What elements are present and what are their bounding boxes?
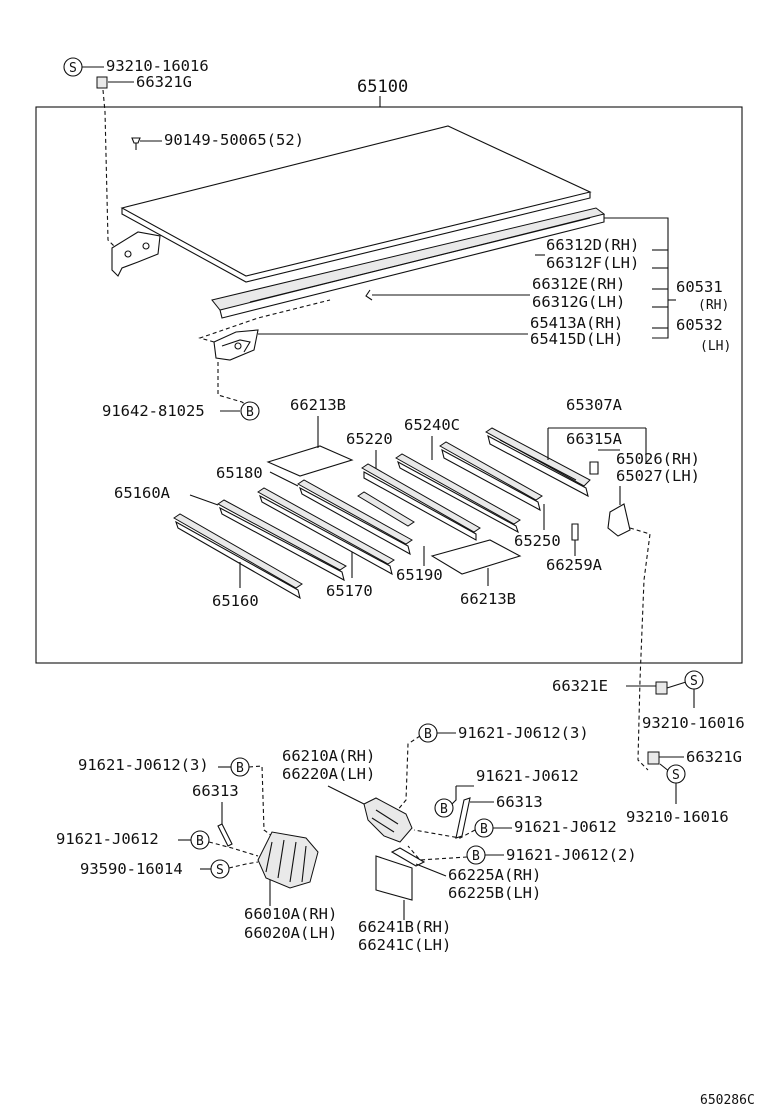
label-65190: 65190 (396, 566, 443, 584)
label-66312d: 66312D(RH) (546, 236, 639, 254)
label-60531-rh: (RH) (698, 298, 729, 313)
label-65240c: 65240C (404, 416, 460, 434)
label-65170: 65170 (326, 582, 373, 600)
label-66225a: 66225A(RH) (448, 866, 541, 884)
pad-part-top (266, 445, 354, 477)
top-panel-part (120, 125, 592, 283)
pad-part-bottom (430, 539, 522, 575)
label-93590-16014: 93590-16014 (80, 860, 183, 878)
label-91621-j0612-r2: 91621-J0612 (476, 767, 579, 785)
nut-icon (647, 751, 660, 765)
label-91621-j0612-r1: 91621-J0612(3) (458, 724, 589, 742)
b-symbol (434, 798, 454, 818)
assembly-number: 65100 (357, 77, 408, 97)
screw-icon (131, 137, 141, 150)
label-91621-j0612-r3: 91621-J0612 (514, 818, 617, 836)
rail-65180-part (297, 479, 413, 556)
label-66313-right: 66313 (496, 793, 543, 811)
label-65160: 65160 (212, 592, 259, 610)
bracket-66210a-part (363, 797, 413, 843)
label-60532-lh: (LH) (700, 339, 731, 354)
b-symbol (240, 401, 260, 421)
rail-65160-part (173, 513, 303, 600)
b-letter: B (472, 849, 480, 864)
label-66020a: 66020A(LH) (244, 924, 337, 942)
label-65415d: 65415D(LH) (530, 330, 623, 348)
stay-66313-part (455, 797, 471, 839)
rail-65160a-part (217, 499, 347, 582)
label-66259a: 66259A (546, 556, 603, 574)
b-letter: B (480, 822, 488, 837)
label-91621-j0612-r4: 91621-J0612(2) (506, 846, 637, 864)
label-66321e: 66321E (552, 677, 608, 695)
b-letter: B (246, 405, 254, 420)
label-65220: 65220 (346, 430, 393, 448)
label-65180: 65180 (216, 464, 263, 482)
bracket-65026-part (607, 503, 631, 537)
label-66313-left: 66313 (192, 782, 239, 800)
b-letter: B (440, 802, 448, 817)
pin-66259a-part (571, 523, 579, 541)
label-66225b: 66225B(LH) (448, 884, 541, 902)
rail-65170-part (257, 487, 395, 576)
rail-65240c-part (439, 441, 543, 512)
nut-icon (655, 681, 668, 695)
label-91642-81025: 91642-81025 (102, 402, 205, 420)
label-91621-j0612-l2: 91621-J0612 (56, 830, 159, 848)
s-symbol (210, 859, 230, 879)
b-symbol (190, 830, 210, 850)
label-90149-50065: 90149-50065(52) (164, 131, 304, 149)
s-letter: S (690, 674, 698, 689)
left-bracket-part (111, 231, 161, 277)
label-65307a: 65307A (566, 396, 623, 414)
label-65413a: 65413A(RH) (530, 314, 623, 332)
label-66312e: 66312E(RH) (532, 275, 625, 293)
bar-65220b-part (361, 463, 481, 541)
label-66312f: 66312F(LH) (546, 254, 639, 272)
label-65026: 65026(RH) (616, 450, 700, 468)
label-66315a: 66315A (566, 430, 623, 448)
label-66220a: 66220A(LH) (282, 765, 375, 783)
s-letter: S (69, 61, 77, 76)
label-66321g-low: 66321G (686, 748, 742, 766)
label-66213b-top: 66213B (290, 396, 346, 414)
stay-66313-left-part (217, 823, 233, 847)
label-66010a: 66010A(RH) (244, 905, 337, 923)
label-60532: 60532 (676, 316, 723, 334)
rail-65220-part (395, 453, 521, 534)
rail-end-bracket-part (213, 329, 259, 361)
cover-66010a-part (257, 831, 319, 889)
b-letter: B (424, 727, 432, 742)
label-93210-16016-low: 93210-16016 (626, 808, 729, 826)
label-93210-16016-top: 93210-16016 (106, 57, 209, 75)
label-93210-16016-mid: 93210-16016 (642, 714, 745, 732)
label-65160a: 65160A (114, 484, 171, 502)
figure-code: 650286C (700, 1093, 755, 1108)
s-letter: S (216, 863, 224, 878)
label-66213b-bottom: 66213B (460, 590, 516, 608)
clip-66315a-part (589, 461, 599, 475)
rail-65307a-part (485, 427, 591, 498)
label-60531: 60531 (676, 278, 723, 296)
b-letter: B (196, 834, 204, 849)
label-66241c: 66241C(LH) (358, 936, 451, 954)
assembly-frame (35, 106, 743, 664)
label-66321g-top: 66321G (136, 73, 192, 91)
short-bar-part (357, 491, 415, 527)
label-91621-j0612-l1: 91621-J0612(3) (78, 756, 209, 774)
label-65027: 65027(LH) (616, 467, 700, 485)
nut-icon (96, 76, 108, 89)
pad-66241b-part (375, 855, 413, 901)
b-letter: B (236, 761, 244, 776)
label-66312g: 66312G(LH) (532, 293, 625, 311)
label-66210a: 66210A(RH) (282, 747, 375, 765)
label-65250: 65250 (514, 532, 561, 550)
cover-66225a-part (390, 847, 426, 867)
s-letter: S (672, 768, 680, 783)
label-66241b: 66241B(RH) (358, 918, 451, 936)
